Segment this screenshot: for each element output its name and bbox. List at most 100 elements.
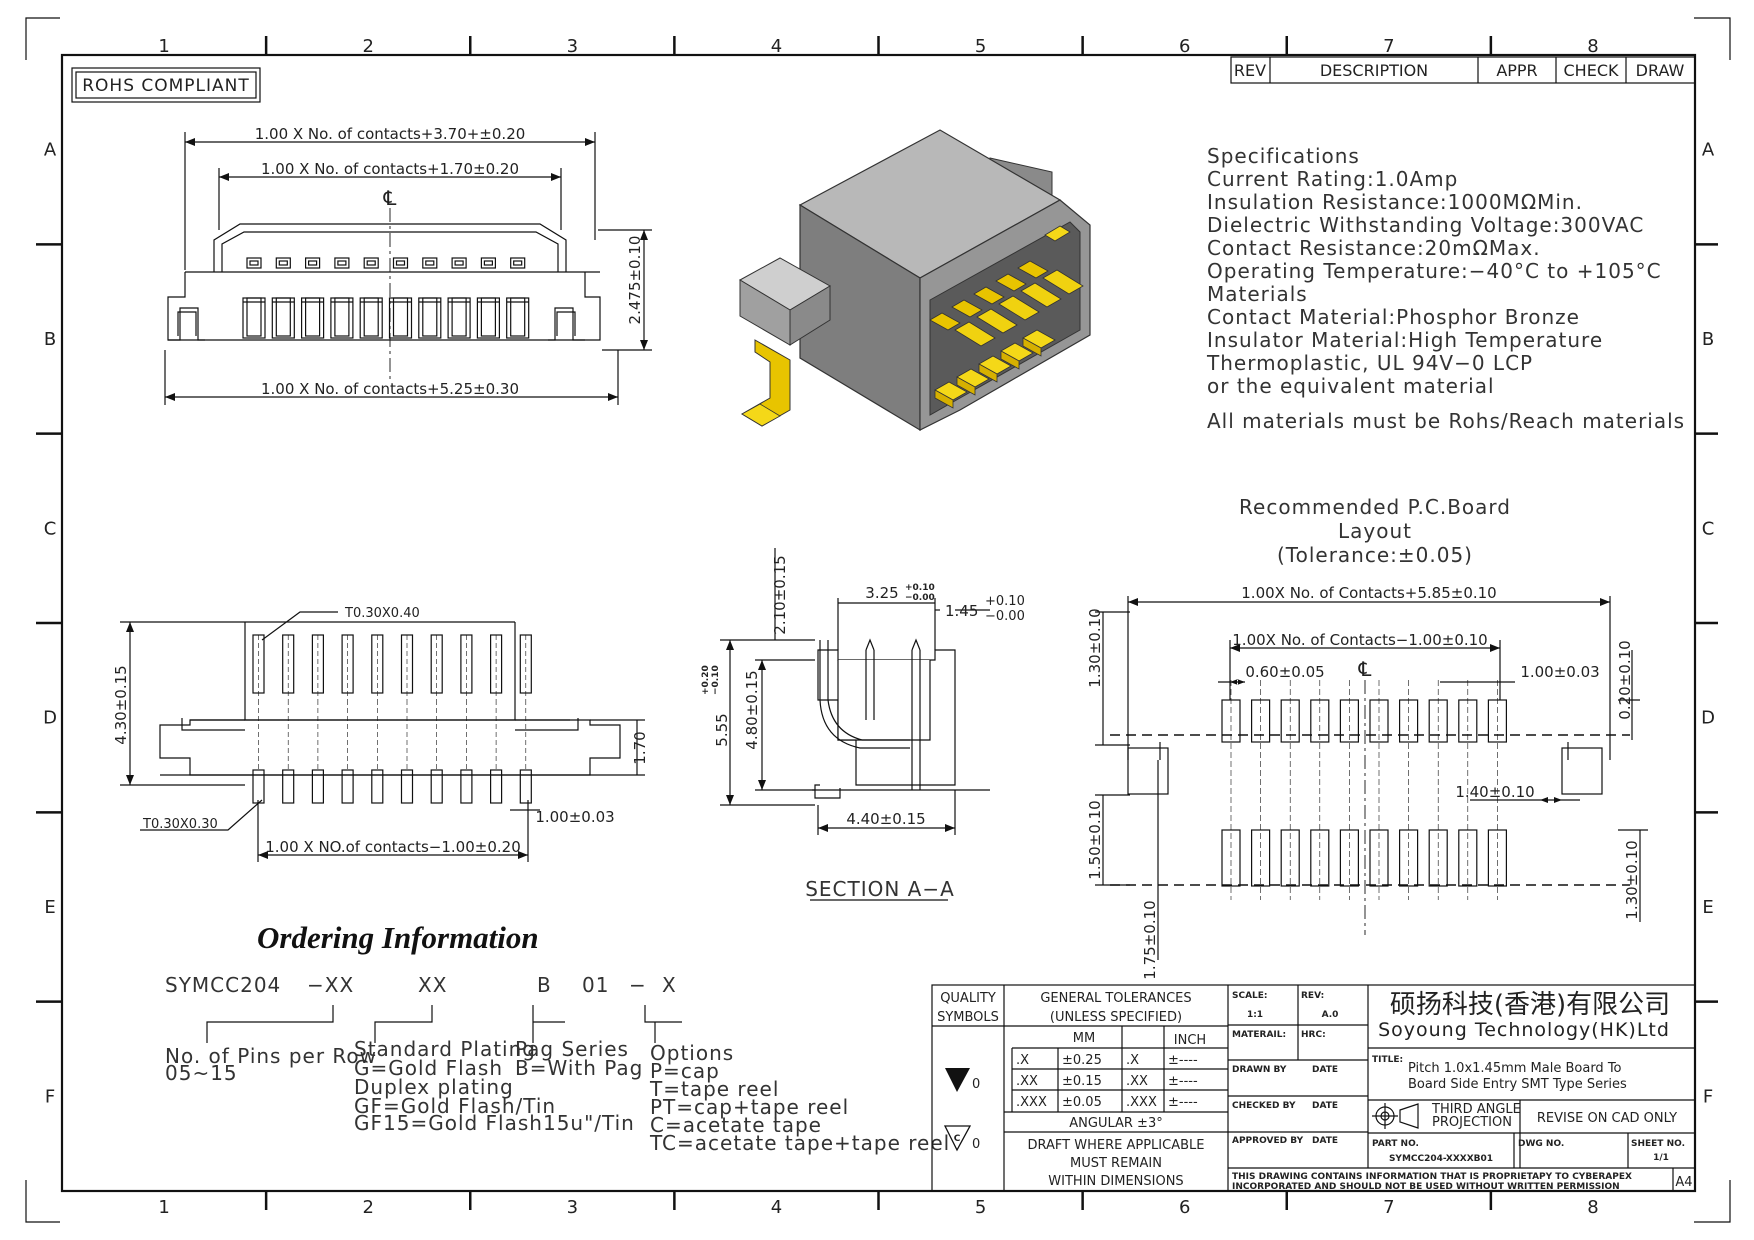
top-view-window-inner <box>308 260 318 266</box>
top-view-window <box>392 257 409 269</box>
gold-pin-3d <box>1020 282 1062 308</box>
top-view-contact <box>480 297 496 337</box>
rohs-box-inner <box>75 71 257 99</box>
zone-col-bottom-2: 2 <box>362 1197 373 1218</box>
zone-col-bottom-8: 8 <box>1587 1197 1598 1218</box>
top-view-drawing: 1.00 X No. of contacts+3.70+±0.20 1.00 X… <box>164 125 652 405</box>
zone-row-left-C: C <box>44 518 57 539</box>
section-dim-top: 2.10±0.15 <box>771 555 789 634</box>
front-view-drawing: T0.30X0.40 T0.30X0.30 4.30±0.15 1.70 1.0… <box>112 606 649 862</box>
pcb-dim-right-low: 1.30±0.10 <box>1623 840 1641 919</box>
quality-symbol-2-zero: 0 <box>972 1137 980 1152</box>
spec-line-10: Thermoplastic, UL 94V−0 LCP <box>1206 351 1533 375</box>
gold-pin-3d <box>1044 225 1071 242</box>
notice-1: THIS DRAWING CONTAINS INFORMATION THAT I… <box>1232 1172 1632 1182</box>
title-label: TITLE: <box>1372 1055 1403 1065</box>
zone-col-top-4: 4 <box>771 36 782 57</box>
quality-symbol-2-c: C <box>954 1134 961 1144</box>
zone-col-top-1: 1 <box>158 36 169 57</box>
ordering-option-2: T=tape reel <box>649 1077 779 1101</box>
top-centerline-mark: ℄ <box>383 186 397 210</box>
zone-col-bottom-4: 4 <box>771 1197 782 1218</box>
ordering-pins-range: 05~15 <box>165 1061 238 1085</box>
top-view-window-inner <box>278 260 288 266</box>
tol-row1-in-key: .X <box>1126 1053 1139 1068</box>
zone-col-top-3: 3 <box>567 36 578 57</box>
pcb-dim-top-height: 1.30±0.10 <box>1086 608 1104 687</box>
projection-cone-icon <box>1399 1103 1419 1129</box>
top-view-window <box>334 257 350 269</box>
zone-row-right-D: D <box>1701 708 1715 729</box>
tol-row3-in-val: ±---- <box>1168 1095 1198 1110</box>
title-block: QUALITY SYMBOLS 0 C 0 GENERAL TOLERANCES… <box>931 984 1696 1192</box>
rev-label: REV: <box>1301 991 1324 1001</box>
zone-col-top-6: 6 <box>1179 36 1190 57</box>
tol-row3-in-key: .XXX <box>1126 1095 1157 1110</box>
top-view-window-inner <box>513 260 523 266</box>
ordering-option-5: TC=acetate tape+tape reel <box>649 1131 950 1155</box>
tol-row2-in-key: .XX <box>1126 1074 1148 1089</box>
section-label: SECTION A−A <box>805 877 955 901</box>
tol-angular: ANGULAR ±3° <box>1069 1116 1162 1131</box>
front-pin-lower <box>490 769 503 804</box>
ordering-plating-title: Standard Plating <box>354 1037 536 1061</box>
top-view-contact-slot <box>447 297 471 339</box>
drawn-date-label: DATE <box>1312 1065 1338 1075</box>
title-line-2: Board Side Entry SMT Type Series <box>1408 1077 1627 1092</box>
gold-pin-3d <box>995 273 1027 292</box>
gold-pin-3d <box>951 299 983 318</box>
dwg-no-label: DWG NO. <box>1518 1139 1564 1149</box>
front-pin-lower <box>311 769 324 804</box>
ordering-pins-label: No. of Pins per Row <box>165 1044 377 1068</box>
front-callout-bottom: T0.30X0.30 <box>142 817 218 832</box>
spec-line-5: Contact Resistance:20mΩMax. <box>1207 236 1541 260</box>
gold-pin-3d <box>978 363 998 383</box>
spec-line-8: Contact Material:Phosphor Bronze <box>1207 305 1580 329</box>
front-dim-height: 4.30±0.15 <box>112 665 130 744</box>
drawn-label: DRAWN BY <box>1232 1065 1287 1075</box>
scale-label: SCALE: <box>1232 991 1268 1001</box>
top-view-contact-slot <box>301 297 325 339</box>
top-view-contact-slot <box>418 297 442 339</box>
ordering-option-1: P=cap <box>650 1059 720 1083</box>
zone-row-left-F: F <box>45 1086 55 1107</box>
spec-line-6: Operating Temperature:−40°C to +105°C <box>1207 259 1662 283</box>
top-dim-height: 2.475±0.10 <box>626 236 644 325</box>
front-dim-pitch: 1.00±0.03 <box>535 808 614 826</box>
spec-line-3: Insulation Resistance:1000MΩMin. <box>1207 190 1583 214</box>
ordering-pag-1: B=With Pag <box>515 1056 643 1080</box>
front-pin-lower <box>341 769 354 804</box>
projection-2: PROJECTION <box>1432 1115 1512 1130</box>
ordering-title: Ordering Information <box>257 920 539 955</box>
top-dim-inner: 1.00 X No. of contacts+1.70±0.20 <box>261 160 519 178</box>
approved-label: APPROVED BY <box>1232 1136 1304 1146</box>
section-dim-right-tol-up: +0.10 <box>985 594 1025 609</box>
notice-2: INCORPORATED AND SHOULD NOT BE USED WITH… <box>1232 1182 1620 1192</box>
top-view-window-inner <box>454 260 464 266</box>
top-view-window <box>480 257 496 269</box>
section-dim-width-tol-up: +0.10 <box>905 583 935 593</box>
tol-row2-mm-key: .XX <box>1016 1074 1038 1089</box>
pcb-centerline-mark: ℄ <box>1358 657 1372 681</box>
pcb-dim-left-mid: 1.50±0.10 <box>1086 800 1104 879</box>
top-view-contact <box>422 297 438 337</box>
top-view-contact <box>275 297 291 337</box>
section-dim-left-outer-tol-up: +0.20 <box>701 665 711 695</box>
company-name-cn: 硕扬科技(香港)有限公司 <box>1390 990 1670 1020</box>
front-dim-span: 1.00 X NO.of contacts−1.00±0.20 <box>265 838 521 856</box>
description-header: DESCRIPTION <box>1320 61 1428 80</box>
spec-line-9: Insulator Material:High Temperature <box>1207 328 1603 352</box>
ordering-information: Ordering Information SYMCC204 −XX XX B 0… <box>165 920 950 1155</box>
front-pin-lower <box>400 769 414 804</box>
top-view-window-inner <box>425 260 435 266</box>
section-dim-right-tol-dn: −0.00 <box>985 609 1025 624</box>
top-view-contact <box>392 297 409 337</box>
zone-row-left-D: D <box>43 708 57 729</box>
tol-row2-in-val: ±---- <box>1168 1074 1198 1089</box>
top-dim-bottom: 1.00 X No. of contacts+5.25±0.30 <box>261 380 519 398</box>
zone-row-right-B: B <box>1702 329 1714 350</box>
top-view-window-inner <box>337 260 347 266</box>
gold-pin-3d <box>1017 260 1049 279</box>
